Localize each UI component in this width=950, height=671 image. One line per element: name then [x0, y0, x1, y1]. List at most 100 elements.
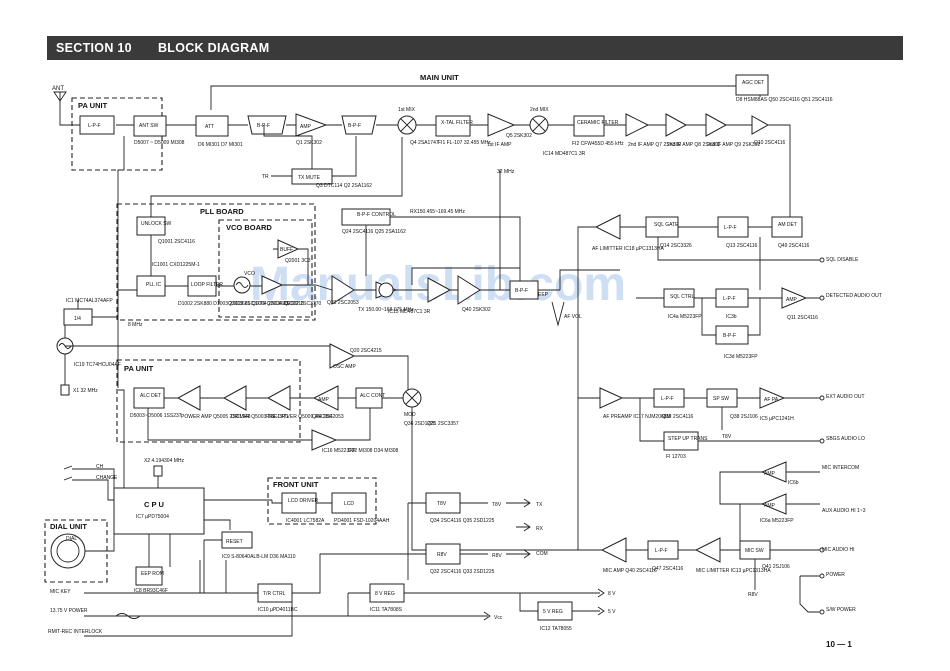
- ext-audio-terminal: [819, 395, 825, 401]
- af-limiter-label: AF LIMITTER IC18 µPC1313HA: [592, 246, 664, 252]
- tx-label: TX: [536, 502, 543, 508]
- ic3d-label: IC3d M5223FP: [724, 354, 758, 360]
- pa-diodes-label: D5007 ~ D5009 MI308: [134, 140, 185, 146]
- second-mix-label: 2nd MIX: [530, 107, 549, 113]
- alc-det-label: ALC DET: [140, 393, 161, 399]
- tx-freq: TX 150.00~168.075 MHz: [358, 307, 414, 313]
- pa-unit-top-frame: [71, 97, 163, 171]
- sql-gate-label: SQL GATE: [654, 222, 679, 228]
- lpf-af-label: L-P-F: [661, 396, 674, 402]
- af-vol-label: AF VOL: [564, 314, 582, 320]
- mic-audio-hi-label: MIC AUDIO HI: [822, 547, 855, 553]
- ic5-label: IC5 µPC1241H: [760, 416, 794, 422]
- if-amp-q10: [751, 115, 770, 135]
- first-mixer-cross: [400, 118, 414, 132]
- amp-q44-label: AMP: [318, 397, 330, 403]
- pre-driver-label: PRE-DRIVER Q5009 2SC954: [266, 414, 333, 420]
- front-unit-frame: [267, 477, 377, 525]
- lpf-sql2-label: L-P-F: [723, 296, 736, 302]
- lpf-sql-label: L-P-F: [724, 225, 737, 231]
- section-number: SECTION 10: [56, 41, 132, 55]
- t8v-block-label: T8V: [437, 501, 447, 507]
- first-mix-label: 1st MIX: [398, 107, 416, 113]
- section-title: BLOCK DIAGRAM: [157, 41, 270, 55]
- aux-lines: [719, 471, 820, 551]
- eep-rom-label: EEP ROM: [141, 571, 164, 577]
- mod-mixer-cross: [405, 391, 419, 405]
- pll-lines: [150, 137, 403, 287]
- main-unit-label: MAIN UNIT: [420, 73, 459, 82]
- ic8-label: IC8 BR93C46F: [134, 588, 168, 594]
- ant-sw-label: ANT SW: [139, 123, 159, 129]
- att-parts: D6 MI301 D7 MI301: [198, 142, 243, 148]
- front-lines: [271, 500, 332, 504]
- ic11-label: IC11 TA7808S: [370, 607, 403, 613]
- pll-board-label: PLL BOARD: [200, 207, 244, 216]
- q23-label: Q23 2SC2053: [327, 300, 359, 306]
- tx-mute-label: TX MUTE: [298, 175, 321, 181]
- vco-label: VCO: [244, 271, 255, 277]
- q13-label: Q13 2SC4116: [726, 243, 758, 249]
- ic14-label: IC14 MD487C1 3R: [543, 151, 586, 157]
- ic10-label: IC10 µPD4011BC: [258, 607, 298, 613]
- detected-audio-label: DETECTED AUDIO OUT: [826, 293, 882, 299]
- ic6b-label: IC6b: [788, 480, 799, 486]
- q1-label: Q1 2SK302: [296, 140, 322, 146]
- agc-det-label: AGC DET: [742, 80, 764, 86]
- vcc-label: Vcc: [494, 615, 503, 621]
- second-mixer-cross: [532, 118, 546, 132]
- x1-label: X1 32 MHz: [73, 388, 98, 394]
- pa-unit-top-label: PA UNIT: [78, 101, 108, 110]
- 8mhz-label: 8 MHz: [128, 322, 143, 328]
- rx-tx-freq: RX150.455~169.45 MHz: [410, 209, 465, 215]
- q38-label: Q38 2SJ106: [730, 414, 758, 420]
- ch-label: CH: [96, 464, 104, 470]
- q24-label: Q24 2SC4116 Q25 2SA1162: [342, 229, 406, 235]
- q5-label: Q5 2SK302: [506, 133, 532, 139]
- first-if-amp-label: 1st IF AMP: [487, 142, 512, 148]
- loop-parts: D1002 2SK880 D1003 2SC3661 Q1004 2SC3661: [178, 301, 289, 307]
- t8v-out-label: T8V: [492, 502, 502, 508]
- af-preamp-label: AF PREAMP IC17 NJM2068M: [603, 414, 671, 420]
- q41-label: Q41 2SJ106: [762, 564, 790, 570]
- t8v-label: T8V: [722, 434, 732, 440]
- intercom-amp-label: AMP: [764, 471, 776, 477]
- 8v-label: 8 V: [608, 591, 616, 597]
- power-label: POWER: [826, 572, 845, 578]
- eep-label: EEP: [538, 292, 549, 298]
- q14-label: Q14 2SC3326: [660, 243, 692, 249]
- q11-label: Q11 2SC4116: [787, 315, 818, 321]
- pll-ic-label: PLL IC: [146, 282, 161, 288]
- sql-ctrl-label: SQL CTRL: [670, 294, 694, 300]
- fi2-label: FI2 CFW455D 455 kHz: [572, 141, 624, 147]
- af-lines: [578, 397, 820, 442]
- arrow-icons: [523, 498, 531, 559]
- ic1001-label: IC1001 CXD1225M-1: [152, 262, 200, 268]
- q34-label: Q34 2SC4116 Q35 2SD1225: [430, 518, 495, 524]
- first-if-amp-triangle: [487, 113, 516, 137]
- sp-sw-label: SP SW: [713, 396, 729, 402]
- r8v-label: R8V: [748, 592, 758, 598]
- mic-limiter-triangle: [694, 537, 721, 563]
- power-terminal: [819, 573, 825, 579]
- ext-audio-label: EXT AUDIO OUT: [826, 394, 865, 400]
- fi1-label: FI1 FL-107 32.455 MHz: [438, 140, 491, 146]
- power-switch: [799, 575, 820, 613]
- osc-amp-q20: [329, 343, 356, 369]
- 5v-reg-label: 5 V REG: [543, 609, 563, 615]
- front-unit-label: FRONT UNIT: [273, 480, 319, 489]
- q36-label: Q36 2SD1225: [404, 421, 436, 427]
- if-amp-q7: [625, 113, 650, 137]
- att-label: ATT: [205, 124, 214, 130]
- bpf2-block: [341, 115, 377, 135]
- q2002-label: Q2002 2SC3770: [284, 301, 321, 307]
- sbgs-label: SBGS AUDIO LO: [826, 436, 865, 442]
- am-det-label: AM DET: [778, 222, 797, 228]
- mic-intercom-label: MIC INTERCOM: [822, 465, 859, 471]
- tr-label: TR: [262, 174, 269, 180]
- rf-amp-label: AMP: [300, 124, 312, 130]
- unlock-sw-label: UNLOCK SW: [141, 221, 172, 227]
- buff-label: BUFF: [280, 247, 293, 253]
- ceramic-filter-label: CERAMIC FILTER: [577, 120, 619, 126]
